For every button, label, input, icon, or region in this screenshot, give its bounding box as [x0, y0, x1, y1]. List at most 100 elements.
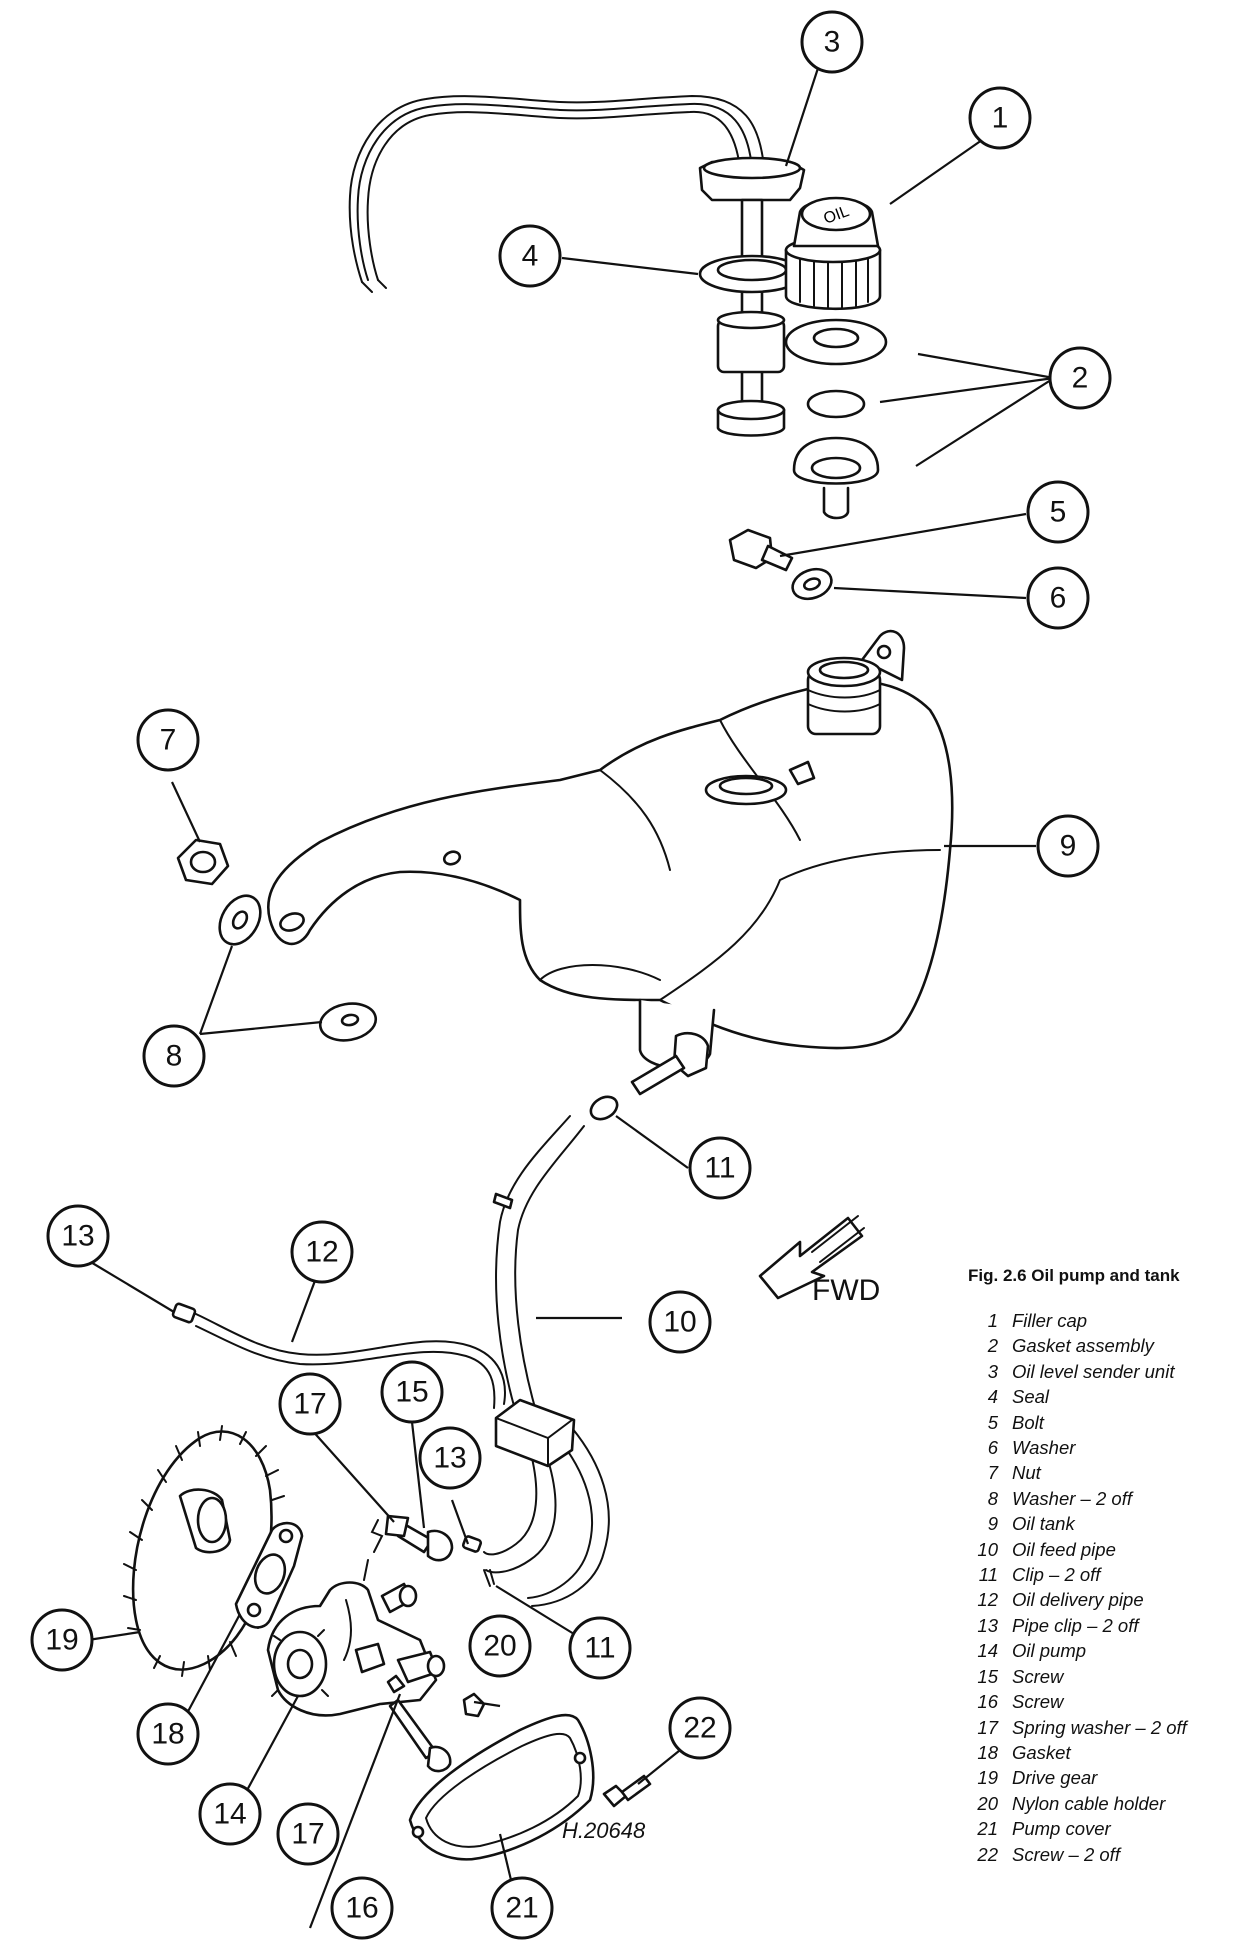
- fwd-label: FWD: [812, 1274, 880, 1307]
- bolt: [728, 528, 794, 572]
- svg-text:21: 21: [505, 1892, 538, 1925]
- callout-4: 4: [498, 224, 562, 288]
- svg-text:1: 1: [992, 102, 1009, 135]
- svg-text:10: 10: [663, 1306, 696, 1339]
- svg-text:15: 15: [395, 1376, 428, 1409]
- callout-16: 16: [330, 1876, 394, 1940]
- callout-22: 22: [668, 1696, 732, 1760]
- callout-9: 9: [1036, 814, 1100, 878]
- svg-text:9: 9: [1060, 830, 1077, 863]
- screw-upper: [363, 1514, 454, 1581]
- svg-text:13: 13: [433, 1442, 466, 1475]
- callout-8: 8: [142, 1024, 206, 1088]
- callout-17-upper: 17: [278, 1372, 342, 1436]
- callout-19: 19: [30, 1608, 94, 1672]
- callout-17-lower: 17: [276, 1802, 340, 1866]
- oil-tank: [267, 629, 954, 1096]
- figure-title: Fig. 2.6 Oil pump and tank: [968, 1266, 1180, 1285]
- oil-delivery-pipe: [195, 1313, 506, 1409]
- svg-text:11: 11: [584, 1632, 615, 1665]
- callout-13-left: 13: [46, 1204, 110, 1268]
- callout-11-upper: 11: [688, 1136, 752, 1200]
- svg-text:16: 16: [345, 1892, 378, 1925]
- nylon-cable-holder: [462, 1692, 486, 1718]
- svg-text:3: 3: [824, 26, 841, 59]
- callout-13-right: 13: [418, 1426, 482, 1490]
- svg-text:2: 2: [1072, 362, 1089, 395]
- leader-lines: [83, 61, 1055, 1929]
- svg-text:5: 5: [1050, 496, 1067, 529]
- callout-3: 3: [800, 10, 864, 74]
- washer: [791, 567, 833, 601]
- oil-feed-pipe: [483, 1115, 610, 1607]
- svg-text:11: 11: [704, 1152, 735, 1185]
- washer-pair: [218, 894, 378, 1042]
- screw-lower: [386, 1674, 452, 1773]
- callout-10: 10: [648, 1290, 712, 1354]
- forward-direction-arrow: FWD: [758, 1215, 880, 1307]
- svg-text:12: 12: [305, 1236, 338, 1269]
- callout-11-lower: 11: [568, 1616, 632, 1680]
- callout-5: 5: [1026, 480, 1090, 544]
- callout-15: 15: [380, 1360, 444, 1424]
- cover-screw: [602, 1774, 652, 1808]
- svg-text:7: 7: [160, 724, 177, 757]
- svg-text:17: 17: [291, 1818, 324, 1851]
- pump-cover: [408, 1713, 595, 1861]
- svg-text:22: 22: [683, 1712, 716, 1745]
- callout-20: 20: [468, 1614, 532, 1678]
- pipe-junction: [494, 1398, 576, 1468]
- svg-text:4: 4: [522, 240, 539, 273]
- callout-14: 14: [198, 1782, 262, 1846]
- svg-text:13: 13: [61, 1220, 94, 1253]
- pump-gasket: [234, 1521, 304, 1629]
- callout-12: 12: [290, 1220, 354, 1284]
- svg-text:18: 18: [151, 1718, 184, 1751]
- callout-2: 2: [1048, 346, 1112, 410]
- gasket-assembly: [784, 318, 888, 520]
- drawing-reference: H.20648: [562, 1818, 646, 1843]
- svg-text:20: 20: [483, 1630, 516, 1663]
- callout-18: 18: [136, 1702, 200, 1766]
- callout-1: 1: [968, 86, 1032, 150]
- oil-pump: [266, 1581, 446, 1717]
- callout-6: 6: [1026, 566, 1090, 630]
- svg-text:14: 14: [213, 1798, 246, 1831]
- filler-cap: OIL: [784, 196, 882, 311]
- pipe-clips: [171, 1302, 483, 1553]
- svg-text:19: 19: [45, 1624, 78, 1657]
- clip-upper: [589, 1095, 619, 1121]
- clip-lower: [483, 1569, 495, 1587]
- svg-text:17: 17: [293, 1388, 326, 1421]
- nut: [176, 838, 230, 886]
- svg-text:6: 6: [1050, 582, 1067, 615]
- svg-text:8: 8: [166, 1040, 183, 1073]
- callout-7: 7: [136, 708, 200, 772]
- callout-21: 21: [490, 1876, 554, 1940]
